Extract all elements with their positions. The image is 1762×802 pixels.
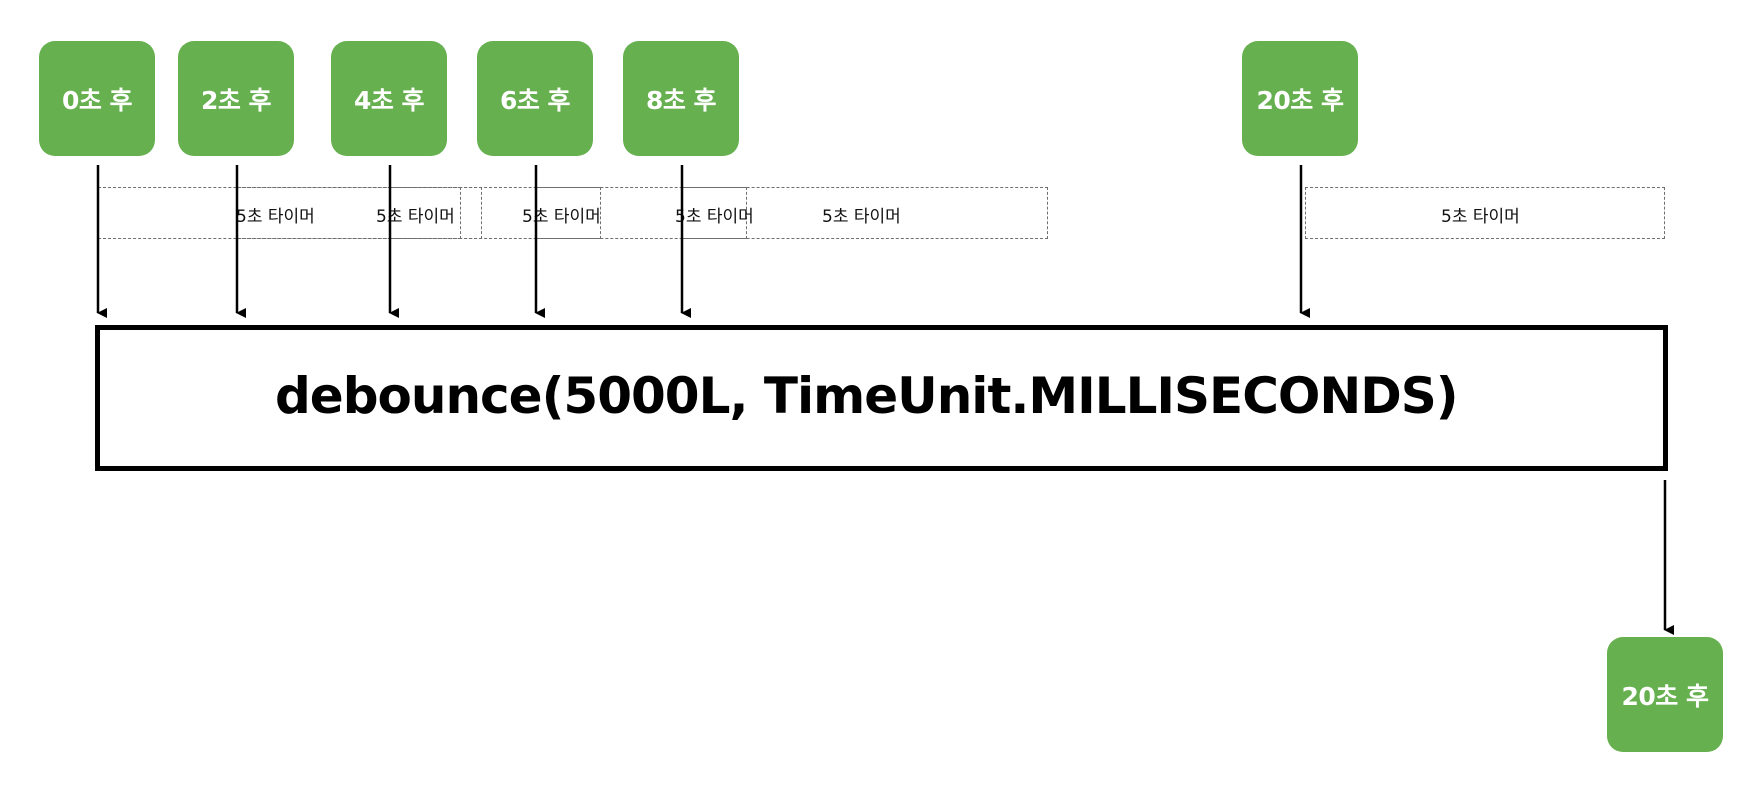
timer-label: 5초 타이머 (522, 207, 601, 227)
operator-label: debounce(5000L, TimeUnit.MILLISECONDS) (275, 367, 1459, 425)
input-emission-label: 20초 후 (1256, 85, 1345, 115)
timer-label: 5초 타이머 (236, 207, 315, 227)
input-emission-20s: 20초 후 (1242, 41, 1358, 156)
input-emission-6s: 6초 후 (477, 41, 593, 156)
output-emission-20s: 20초 후 (1607, 637, 1723, 752)
timer-label: 5초 타이머 (675, 207, 754, 227)
timer-label: 5초 타이머 (376, 207, 455, 227)
input-emission-4s: 4초 후 (331, 41, 447, 156)
input-emission-label: 4초 후 (353, 85, 425, 115)
input-emission-label: 6초 후 (499, 85, 571, 115)
input-emission-0s: 0초 후 (39, 41, 155, 156)
input-emission-8s: 8초 후 (623, 41, 739, 156)
output-emission-label: 20초 후 (1621, 681, 1710, 711)
timer-label: 5초 타이머 (1441, 207, 1520, 227)
input-emission-2s: 2초 후 (178, 41, 294, 156)
input-emission-label: 2초 후 (200, 85, 272, 115)
timer-window-20s (1305, 187, 1665, 239)
input-emission-label: 8초 후 (645, 85, 717, 115)
debounce-operator-box: debounce(5000L, TimeUnit.MILLISECONDS) (95, 325, 1668, 471)
timer-label: 5초 타이머 (822, 207, 901, 227)
input-emission-label: 0초 후 (61, 85, 133, 115)
